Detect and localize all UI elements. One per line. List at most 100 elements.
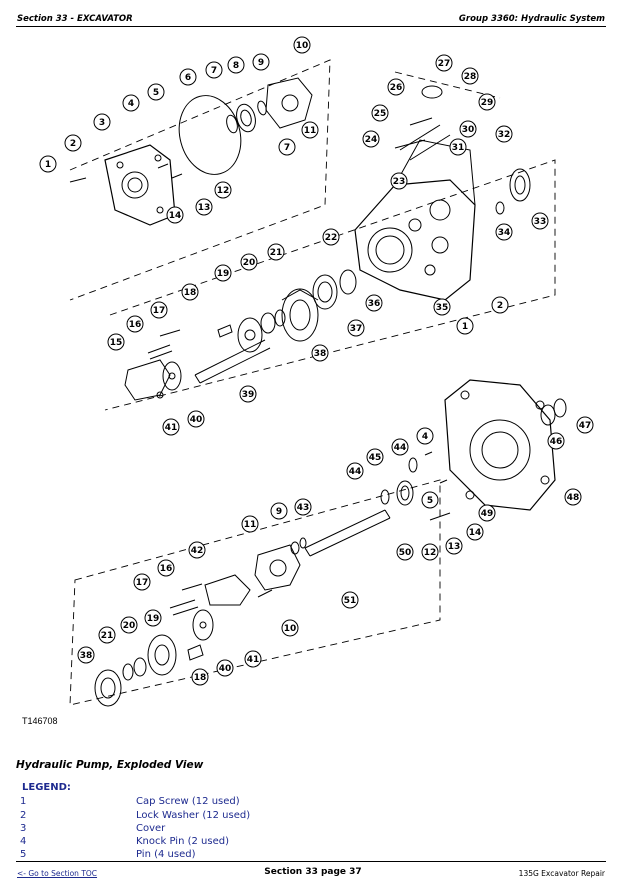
callout-number: 27 [438, 59, 451, 69]
figure-caption: Hydraulic Pump, Exploded View [16, 759, 204, 771]
callout-number: 22 [325, 233, 338, 243]
callout-number: 11 [244, 520, 257, 530]
callout-bubble [433, 298, 451, 316]
legend-description: Lock Washer (12 used) [136, 810, 251, 821]
callout-bubble [293, 36, 311, 54]
legend-item: 5 Pin (4 used) [20, 849, 420, 862]
callout-number: 34 [498, 228, 511, 238]
callout-bubble [278, 138, 296, 156]
section-toc-link[interactable]: <- Go to Section TOC [17, 869, 98, 878]
callout-number: 12 [217, 186, 230, 196]
callout-bubble [435, 54, 453, 72]
legend-number: 5 [20, 849, 27, 860]
callout-bubble [191, 668, 209, 686]
callout-bubble [346, 462, 364, 480]
callout-bubble [244, 650, 262, 668]
callout-number: 17 [136, 578, 149, 588]
callout-number: 13 [448, 542, 461, 552]
callout-number: 40 [219, 664, 232, 674]
callout-bubble [347, 319, 365, 337]
cylinder-block-part [281, 288, 319, 342]
figure-id: T146708 [22, 716, 58, 726]
callout-bubble [166, 206, 184, 224]
callout-number: 36 [368, 299, 381, 309]
callout-bubble [122, 94, 140, 112]
callout-bubble [495, 125, 513, 143]
legend-description: Cover [136, 823, 166, 834]
callout-bubble [195, 198, 213, 216]
callout-bubble [459, 120, 477, 138]
callout-number: 37 [350, 324, 363, 334]
callout-number: 16 [160, 564, 173, 574]
callout-number: 24 [365, 135, 378, 145]
callout-number: 2 [497, 301, 503, 311]
callout-bubble [98, 626, 116, 644]
legend-number: 2 [20, 810, 27, 821]
callout-bubble [214, 264, 232, 282]
callout-bubble [179, 68, 197, 86]
callout-bubble [491, 296, 509, 314]
callout-number: 21 [270, 248, 283, 258]
callout-bubble [371, 104, 389, 122]
footer-rule [16, 861, 606, 862]
pump-housing-part [354, 124, 476, 301]
callout-bubble [188, 541, 206, 559]
callout-bubble [252, 53, 270, 71]
callout-bubble [281, 619, 299, 637]
callout-bubble [93, 113, 111, 131]
callout-bubble [461, 67, 479, 85]
page-number: Section 33 page 37 [264, 867, 362, 877]
gasket-part [178, 95, 242, 175]
callout-bubble [341, 591, 359, 609]
callout-bubble [564, 488, 582, 506]
callout-number: 26 [390, 83, 403, 93]
callout-number: 43 [297, 503, 310, 513]
callout-bubble [421, 543, 439, 561]
legend-item: 4 Knock Pin (2 used) [20, 836, 420, 849]
section-title: Section 33 - EXCAVATOR [17, 14, 133, 24]
callout-bubble [466, 523, 484, 541]
callout-number: 10 [284, 624, 297, 634]
callout-bubble [64, 134, 82, 152]
callout-number: 41 [247, 655, 260, 665]
callout-bubble [133, 573, 151, 591]
callout-bubble [205, 61, 223, 79]
callout-bubble [241, 515, 259, 533]
legend-item: 3 Cover [20, 823, 420, 836]
callout-number: 15 [110, 338, 123, 348]
callout-bubble [478, 93, 496, 111]
cover-part [104, 144, 176, 226]
callout-number: 7 [284, 143, 290, 153]
callout-bubble [126, 315, 144, 333]
callout-bubble [445, 537, 463, 555]
callout-number: 47 [579, 421, 592, 431]
callout-number: 20 [123, 621, 136, 631]
callout-number: 49 [481, 509, 494, 519]
legend-item: 2 Lock Washer (12 used) [20, 810, 420, 823]
callout-number: 3 [99, 118, 105, 128]
callout-number: 5 [153, 88, 159, 98]
callout-number: 14 [469, 528, 482, 538]
callout-number: 12 [424, 548, 437, 558]
callout-bubble [216, 659, 234, 677]
callout-bubble [387, 78, 405, 96]
callout-number: 29 [481, 98, 494, 108]
callout-number: 38 [314, 349, 327, 359]
callout-number: 30 [462, 125, 475, 135]
callout-number: 11 [304, 126, 317, 136]
callout-number: 41 [165, 423, 178, 433]
callout-bubble [311, 344, 329, 362]
callout-bubble [396, 543, 414, 561]
callout-number: 19 [217, 269, 230, 279]
legend-description: Cap Screw (12 used) [136, 796, 240, 807]
callout-bubble [547, 432, 565, 450]
legend-number: 3 [20, 823, 27, 834]
callout-bubble [301, 121, 319, 139]
flywheel-housing-part [444, 379, 556, 511]
exploded-view-illustration: 1098765432111712131427282629253024313223… [39, 36, 594, 707]
callout-number: 21 [101, 631, 114, 641]
callout-number: 1 [462, 322, 468, 332]
callout-bubble [365, 294, 383, 312]
callout-bubble [366, 448, 384, 466]
header-rule [16, 26, 606, 27]
